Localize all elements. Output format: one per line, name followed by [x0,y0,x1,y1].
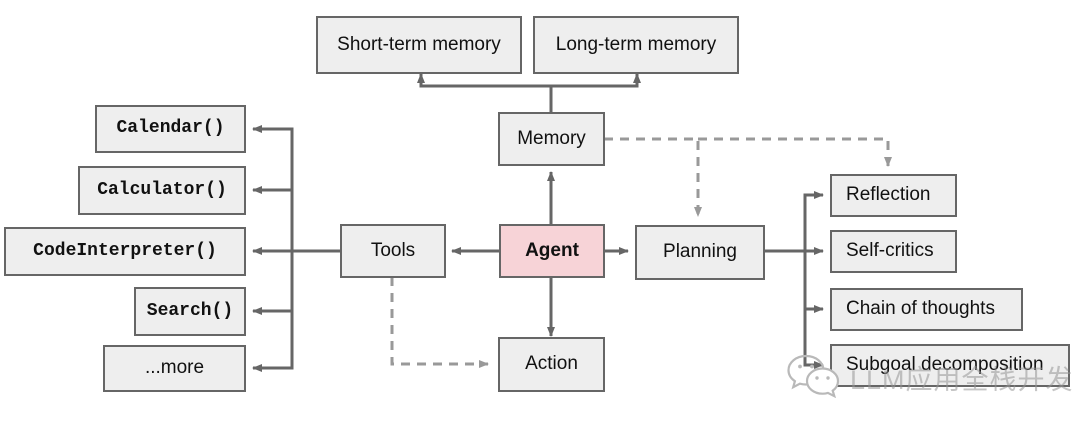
node-more-label: ...more [144,357,205,379]
node-reflection[interactable]: Reflection [830,174,957,217]
edge-memory-to-short-term [417,73,553,112]
edge-tools-to-action-dashed [390,277,489,368]
node-memory-label: Memory [517,127,586,149]
node-memory[interactable]: Memory [498,112,605,166]
node-self-critics-label: Self-critics [846,240,934,262]
edge-tools-to-more [252,311,294,372]
node-more[interactable]: ...more [103,345,246,392]
node-chain-of-thoughts[interactable]: Chain of thoughts [830,288,1023,331]
edge-memory-to-reflection-dashed [698,137,892,167]
node-search-label: Search() [146,300,234,321]
node-calendar-label: Calendar() [116,118,225,139]
edge-planning-to-subgoal-decomposition [803,309,824,369]
node-action-label: Action [525,353,578,375]
node-tools[interactable]: Tools [340,224,446,278]
node-chain-of-thoughts-label: Chain of thoughts [846,298,995,320]
node-code-interpreter-label: CodeInterpreter() [33,240,217,261]
node-agent[interactable]: Agent [499,224,605,278]
node-self-critics[interactable]: Self-critics [830,230,957,273]
edge-tools-to-search [252,251,294,315]
edge-memory-to-long-term [551,73,641,88]
node-calendar[interactable]: Calendar() [95,105,246,153]
node-subgoal-decomposition-label: Subgoal decomposition [846,354,1044,376]
node-agent-label: Agent [525,239,579,261]
node-search[interactable]: Search() [134,287,246,336]
node-code-interpreter[interactable]: CodeInterpreter() [4,227,246,276]
node-calculator-label: Calculator() [97,179,227,200]
node-action[interactable]: Action [498,337,605,392]
node-planning-label: Planning [663,241,737,263]
node-long-term-memory-label: Long-term memory [555,33,717,55]
node-long-term-memory[interactable]: Long-term memory [533,16,739,74]
edge-tools-to-calendar [252,125,294,251]
node-reflection-label: Reflection [846,184,931,206]
edge-planning-to-reflection [803,191,824,251]
node-subgoal-decomposition[interactable]: Subgoal decomposition [830,344,1070,387]
edge-planning-to-chain-of-thoughts [803,251,824,313]
node-calculator[interactable]: Calculator() [78,166,246,215]
edge-memory-to-planning-dashed [604,137,702,217]
node-planning[interactable]: Planning [635,225,765,280]
node-short-term-memory[interactable]: Short-term memory [316,16,522,74]
node-tools-label: Tools [370,239,416,261]
node-short-term-memory-label: Short-term memory [337,33,501,55]
